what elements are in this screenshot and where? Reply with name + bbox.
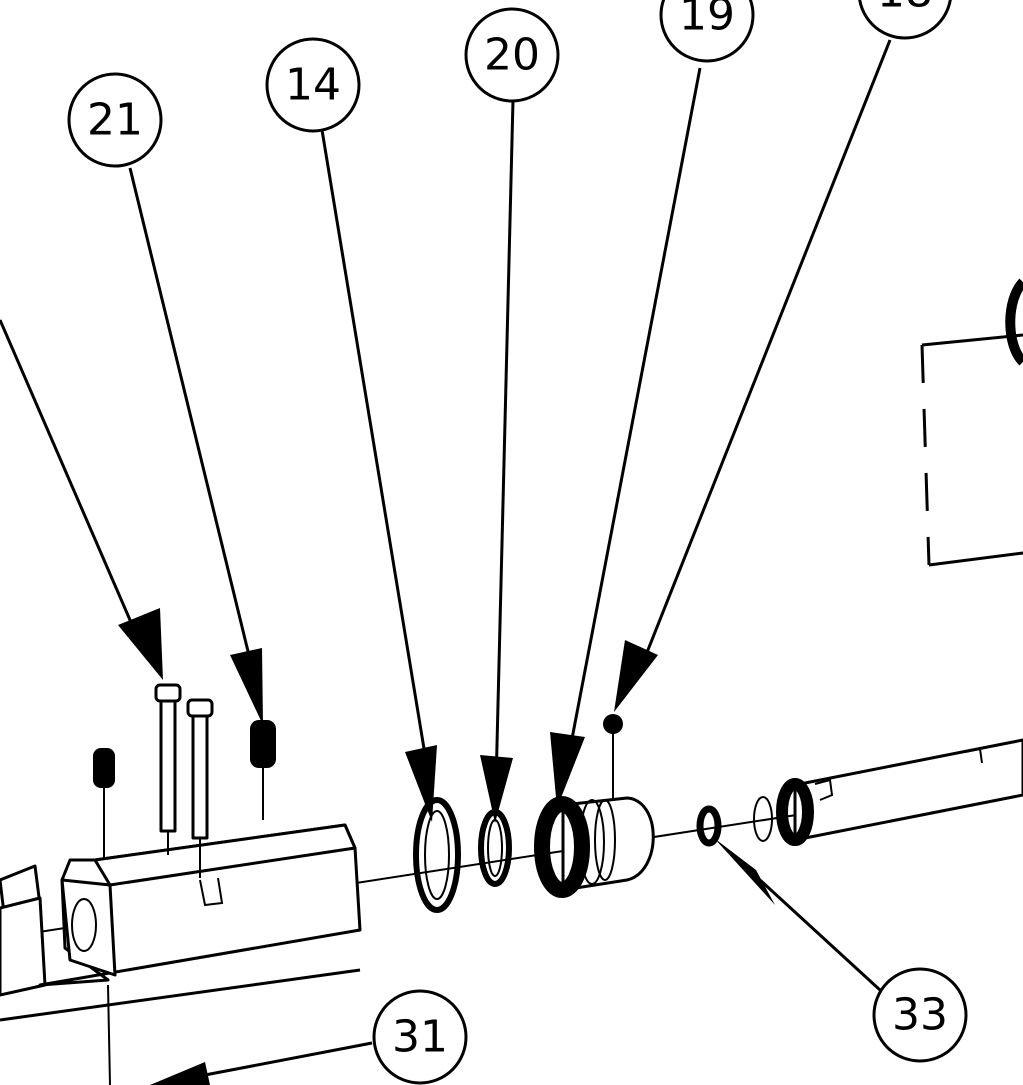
shaft [776, 738, 1023, 846]
dashed-subassembly-frame [920, 278, 1023, 567]
housing-leader [107, 984, 111, 1085]
balloon-33-label: 33 [892, 990, 948, 1041]
balloon-14-label: 14 [285, 60, 341, 111]
balloon-18-label: 18 [877, 0, 933, 18]
balloon-20: 20 [464, 7, 560, 103]
cap-screw-2 [186, 698, 214, 878]
housing-block [0, 823, 362, 1022]
balloon-21-label: 21 [87, 95, 143, 146]
balloon-21: 21 [67, 72, 163, 168]
set-screw-left [93, 748, 115, 860]
balloon-33: 33 [872, 967, 968, 1063]
balloon-31-label: 31 [392, 1012, 448, 1063]
cap-screw-1 [154, 683, 182, 855]
balloon-20-label: 20 [484, 30, 540, 81]
balloon-31: 31 [372, 989, 468, 1085]
bushing-19 [534, 714, 655, 898]
o-ring-14 [413, 797, 461, 913]
balloon-19-label: 19 [679, 0, 735, 41]
small-ring-33 [696, 796, 773, 847]
leader-lines [0, 39, 892, 1085]
balloon-14: 14 [265, 37, 361, 133]
balloon-19: 19 [659, 0, 755, 63]
balloon-18: 18 [858, 0, 952, 40]
set-screw-21 [250, 720, 276, 820]
